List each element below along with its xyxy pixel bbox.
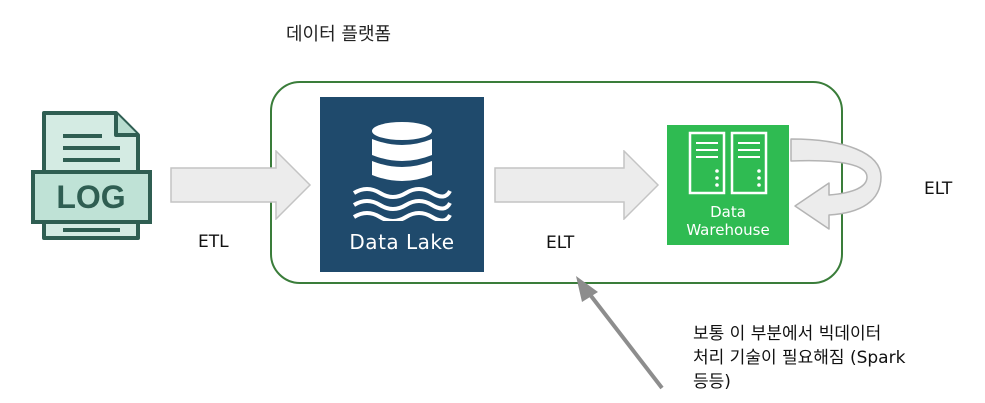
annotation-line-2: 처리 기술이 필요해짐 (Spark xyxy=(693,348,906,368)
data-lake-label: Data Lake xyxy=(349,230,455,254)
database-icon xyxy=(352,122,452,221)
annotation-line-3: 등등) xyxy=(693,372,731,392)
elt-loop-arrow xyxy=(790,138,882,230)
log-label: LOG xyxy=(56,179,125,215)
etl-arrow xyxy=(170,150,312,220)
data-warehouse-label-line2: Warehouse xyxy=(686,221,770,239)
platform-title: 데이터 플랫폼 xyxy=(286,24,392,45)
elt-arrow xyxy=(494,150,660,220)
elt-middle-label: ELT xyxy=(546,233,575,253)
etl-label: ETL xyxy=(198,232,229,252)
annotation-text: 보통 이 부분에서 빅데이터 처리 기술이 필요해짐 (Spark 등등) xyxy=(693,322,983,394)
data-warehouse-label-line1: Data xyxy=(710,203,746,221)
annotation-pointer-arrow xyxy=(576,276,664,390)
server-icon xyxy=(688,131,768,195)
data-warehouse-label: Data Warehouse xyxy=(667,203,789,239)
annotation-line-1: 보통 이 부분에서 빅데이터 xyxy=(693,324,882,344)
data-warehouse-box xyxy=(667,125,789,245)
elt-loop-label: ELT xyxy=(924,179,953,199)
log-file-icon: LOG xyxy=(31,111,152,240)
